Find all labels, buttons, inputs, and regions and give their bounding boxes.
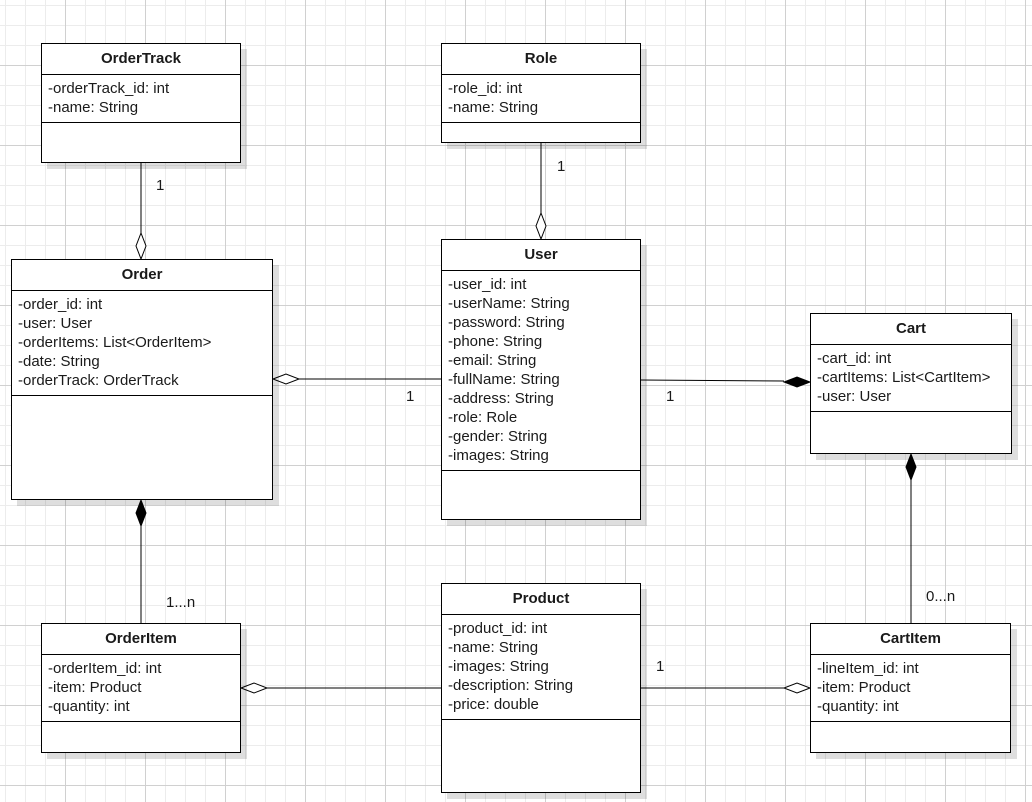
class-orderitem[interactable]: OrderItem -orderItem_id: int -item: Prod… [41, 623, 241, 753]
attribute: -date: String [18, 353, 100, 370]
aggregation-diamond-icon [135, 231, 147, 261]
class-name: Order [12, 260, 272, 291]
attribute: -lineItem_id: int [817, 660, 919, 677]
multiplicity-label-product-cartitem: 1 [656, 658, 665, 675]
attribute: -fullName: String [448, 371, 560, 388]
class-name: OrderItem [42, 624, 240, 655]
aggregation-diamond-icon [782, 682, 812, 694]
class-user[interactable]: User -user_id: int -userName: String -pa… [441, 239, 641, 520]
attribute-list: -cart_id: int -cartItems: List<CartItem>… [811, 345, 1011, 412]
attribute: -orderItem_id: int [48, 660, 162, 677]
attribute: -user: User [817, 388, 892, 405]
operations-section [811, 722, 1010, 752]
composition-diamond-icon [782, 376, 812, 388]
attribute: -images: String [448, 658, 549, 675]
attribute: -user: User [18, 315, 93, 332]
attribute: -userName: String [448, 295, 570, 312]
attribute-list: -orderTrack_id: int -name: String [42, 75, 240, 123]
attribute: -orderTrack: OrderTrack [18, 372, 179, 389]
attribute-list: -product_id: int -name: String -images: … [442, 615, 640, 720]
edge-user-cart[interactable] [640, 379, 785, 382]
attribute: -quantity: int [48, 698, 130, 715]
class-name: Role [442, 44, 640, 75]
operations-section [42, 123, 240, 162]
class-name: CartItem [811, 624, 1010, 655]
multiplicity-label-user-cart: 1 [666, 388, 675, 405]
class-name: OrderTrack [42, 44, 240, 75]
attribute: -quantity: int [817, 698, 899, 715]
attribute: -role_id: int [448, 80, 523, 97]
attribute: -email: String [448, 352, 537, 369]
operations-section [442, 123, 640, 142]
aggregation-diamond-icon [271, 373, 301, 385]
attribute-list: -lineItem_id: int -item: Product -quanti… [811, 655, 1010, 722]
attribute: -user_id: int [448, 276, 527, 293]
attribute: -item: Product [817, 679, 911, 696]
attribute: -password: String [448, 314, 565, 331]
attribute-list: -order_id: int -user: User -orderItems: … [12, 291, 272, 396]
attribute: -gender: String [448, 428, 548, 445]
attribute: -cartItems: List<CartItem> [817, 369, 991, 386]
operations-section [442, 471, 640, 519]
attribute: -phone: String [448, 333, 543, 350]
class-cartitem[interactable]: CartItem -lineItem_id: int -item: Produc… [810, 623, 1011, 753]
attribute: -orderTrack_id: int [48, 80, 170, 97]
multiplicity-label-user-order: 1 [406, 388, 415, 405]
operations-section [811, 412, 1011, 453]
attribute: -orderItems: List<OrderItem> [18, 334, 212, 351]
multiplicity-label-orderitem-order: 1...n [166, 594, 196, 611]
class-name: Product [442, 584, 640, 615]
aggregation-diamond-icon [535, 211, 547, 241]
composition-diamond-icon [905, 452, 917, 482]
class-name: User [442, 240, 640, 271]
attribute-list: -role_id: int -name: String [442, 75, 640, 123]
composition-diamond-icon [135, 498, 147, 528]
attribute: -name: String [448, 639, 539, 656]
attribute-list: -user_id: int -userName: String -passwor… [442, 271, 640, 471]
attribute: -cart_id: int [817, 350, 892, 367]
attribute: -address: String [448, 390, 554, 407]
class-order[interactable]: Order -order_id: int -user: User -orderI… [11, 259, 273, 500]
attribute-list: -orderItem_id: int -item: Product -quant… [42, 655, 240, 722]
multiplicity-label-cartitem-cart: 0...n [926, 588, 956, 605]
attribute: -role: Role [448, 409, 518, 426]
class-ordertrack[interactable]: OrderTrack -orderTrack_id: int -name: St… [41, 43, 241, 163]
attribute: -price: double [448, 696, 539, 713]
attribute: -item: Product [48, 679, 142, 696]
attribute: -product_id: int [448, 620, 548, 637]
operations-section [12, 396, 272, 499]
class-name: Cart [811, 314, 1011, 345]
attribute: -images: String [448, 447, 549, 464]
attribute: -name: String [48, 99, 139, 116]
operations-section [442, 720, 640, 792]
operations-section [42, 722, 240, 752]
class-product[interactable]: Product -product_id: int -name: String -… [441, 583, 641, 793]
class-cart[interactable]: Cart -cart_id: int -cartItems: List<Cart… [810, 313, 1012, 454]
attribute: -name: String [448, 99, 539, 116]
multiplicity-label-ordertrack-order: 1 [156, 177, 165, 194]
class-role[interactable]: Role -role_id: int -name: String [441, 43, 641, 143]
attribute: -description: String [448, 677, 574, 694]
aggregation-diamond-icon [239, 682, 269, 694]
attribute: -order_id: int [18, 296, 103, 313]
multiplicity-label-role-user: 1 [557, 158, 566, 175]
